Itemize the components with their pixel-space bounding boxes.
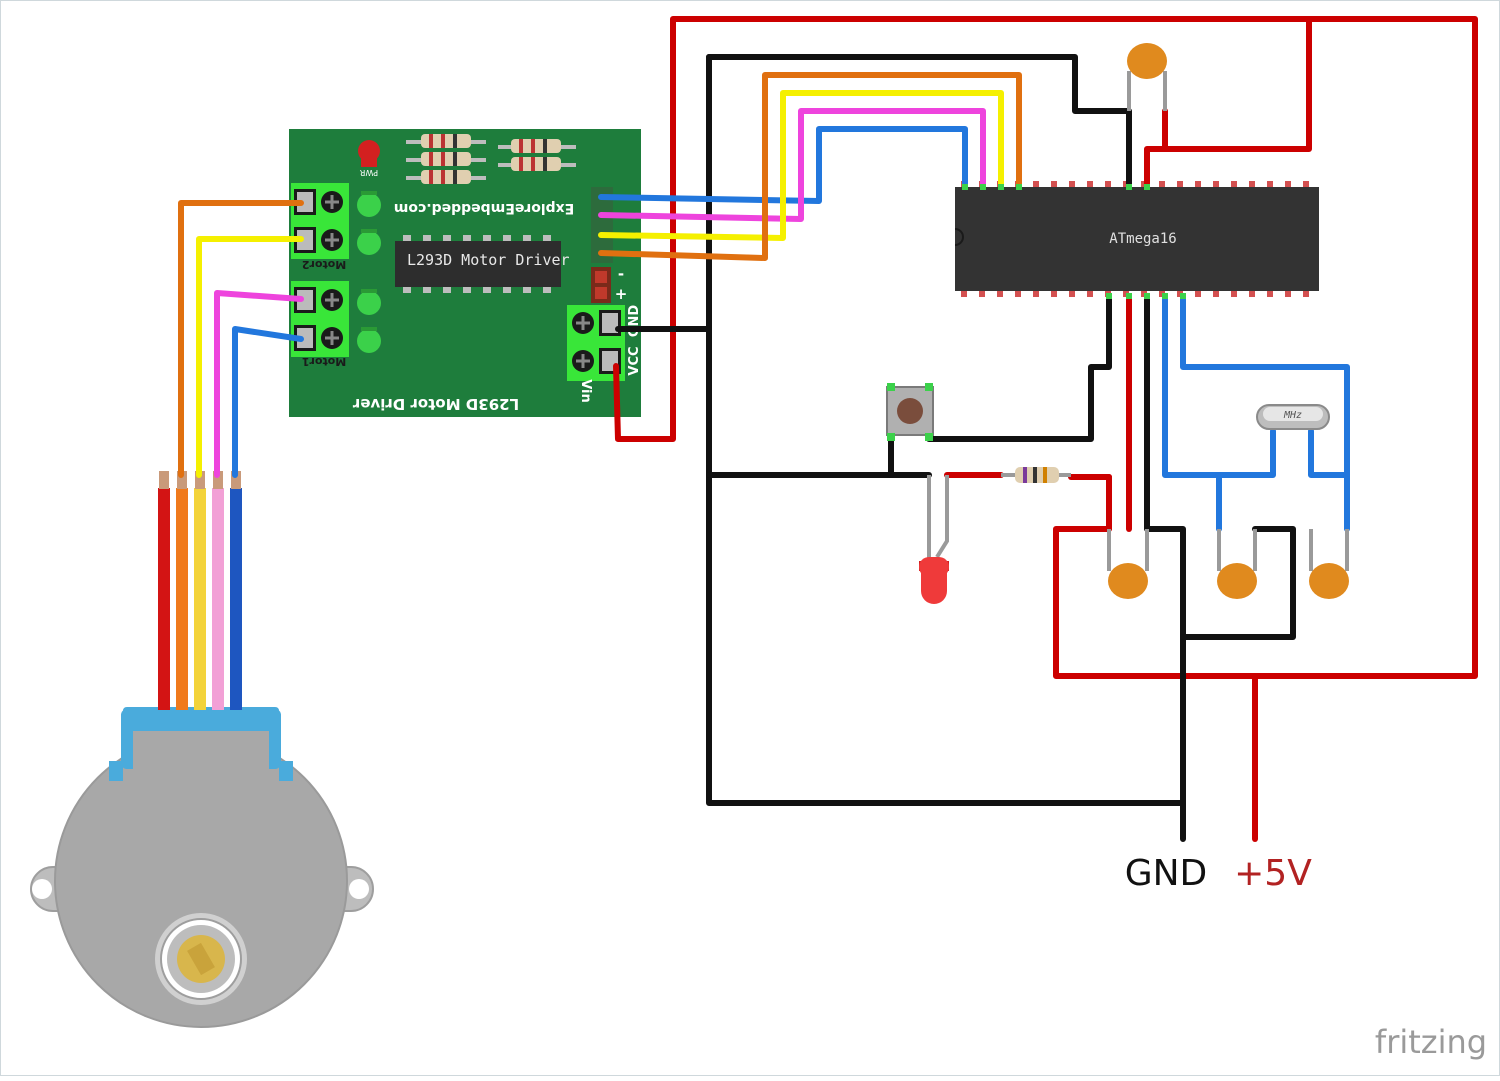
wires: [178, 16, 1478, 842]
motor2-label: Motor2: [302, 258, 346, 271]
stepper-motor: [29, 707, 375, 1028]
wire-red-vcc-mcu: [1144, 16, 1312, 190]
atmega16-chip: ATmega16: [954, 181, 1319, 297]
wire-black-reset: [926, 294, 1112, 442]
vcc-5v-label: +5V: [1234, 853, 1312, 894]
board-title: L293D Motor Driver: [352, 395, 519, 413]
pwr-label: PWR: [359, 168, 378, 177]
resistor-led: [1001, 467, 1071, 483]
capacitor-top: [1127, 43, 1167, 111]
gnd-pin-label: GND: [627, 305, 642, 338]
fritzing-watermark: fritzing: [1375, 1023, 1487, 1061]
input-header: [591, 187, 613, 263]
capacitor-c1: [1107, 529, 1149, 599]
crystal-label: MHz: [1283, 410, 1302, 421]
wire-pink-signal: [598, 108, 986, 222]
wire-yellow-motor: [196, 236, 304, 478]
l293d-board: L293D Motor Driver L293D Motor Driver Ex…: [289, 129, 642, 417]
wire-black-gnd-bus: [706, 54, 1186, 806]
wire-pink-motor: [214, 290, 304, 478]
wire-blue-xtal1: [1180, 294, 1350, 532]
motor1-label: Motor1: [302, 355, 346, 368]
minus-label: -: [618, 265, 624, 283]
vin-label: Vin: [578, 379, 593, 403]
plus-label: +: [615, 285, 628, 303]
wire-orange-signal: [598, 72, 1022, 261]
board-website: ExploreEmbedded.com: [394, 200, 574, 216]
board-leds: [357, 191, 381, 353]
l293d-chip: L293D Motor Driver: [395, 235, 570, 293]
wire-red-vcc-loop: [613, 16, 1478, 679]
mount-hole-left: [32, 879, 52, 899]
motor-leads: [158, 471, 242, 710]
reset-pushbutton: [886, 383, 934, 441]
pwr-led: [358, 140, 380, 162]
wire-orange-motor: [178, 200, 304, 478]
vcc-label: VCC: [627, 346, 642, 375]
capacitor-c2: [1217, 529, 1257, 599]
atmega16-label: ATmega16: [1109, 231, 1176, 247]
gnd-label: GND: [1125, 853, 1208, 894]
pin-markers: [962, 184, 1186, 299]
capacitor-c3: [1309, 529, 1349, 599]
l293d-chip-label: L293D Motor Driver: [407, 251, 570, 269]
status-led: [919, 475, 949, 604]
wire-blue-signal: [598, 126, 968, 204]
crystal-oscillator: MHz: [1256, 404, 1330, 430]
wire-blue-motor: [232, 326, 304, 478]
mount-hole-right: [349, 879, 369, 899]
wire-black-top-gnd: [706, 54, 1132, 190]
board-resistors: [406, 134, 576, 184]
wire-black-gnd-out: [1144, 294, 1186, 842]
wire-yellow-signal: [598, 90, 1004, 241]
